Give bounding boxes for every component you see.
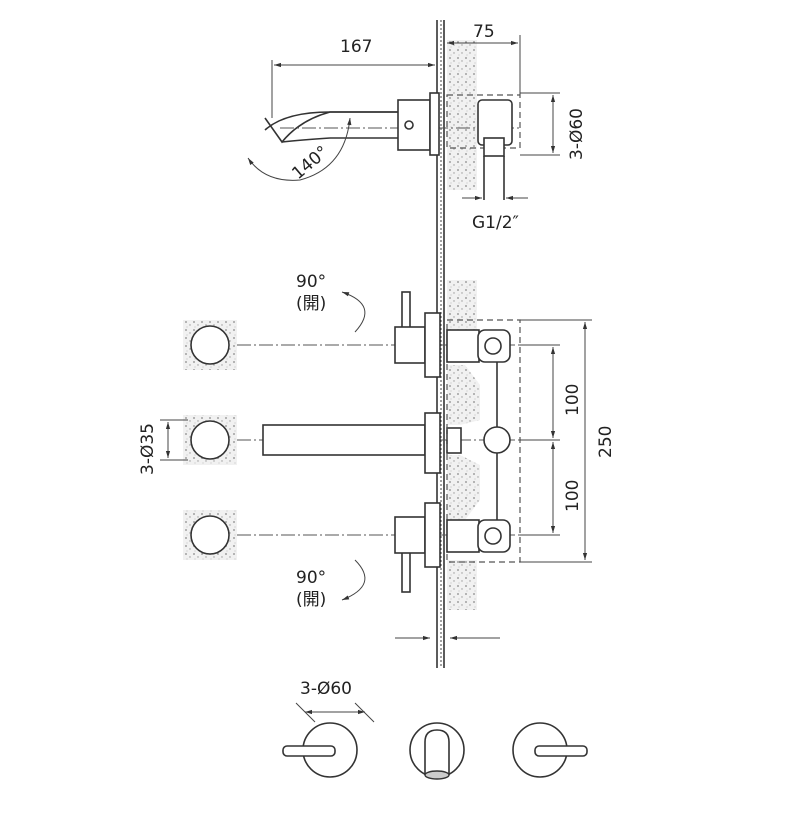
rotation-top-angle: 90°: [296, 272, 326, 292]
dim-body-depth: 75: [473, 22, 495, 42]
wall-hole-top: [183, 320, 237, 370]
dim-spacing-lower: 100: [563, 480, 583, 512]
dim-spout-length: 167: [340, 37, 372, 57]
dim-escutcheon-plan: 3-Ø60: [300, 679, 352, 699]
wall-hole-bottom: [183, 510, 237, 560]
dim-inlet-thread: G1/2″: [472, 213, 519, 233]
rotation-bottom-note: (開): [296, 590, 326, 610]
dim-hole-diameter: 3-Ø35: [138, 423, 158, 475]
plan-view: 3-Ø60: [282, 679, 588, 780]
dim-escutcheon-side: 3-Ø60: [567, 108, 587, 160]
dim-total-span: 250: [596, 426, 616, 458]
handle-bottom: [394, 502, 441, 593]
spout-front: [262, 412, 462, 474]
rotation-bottom-angle: 90°: [296, 568, 326, 588]
dim-spacing-upper: 100: [563, 384, 583, 416]
handle-top: [394, 291, 441, 378]
rotation-top-note: (開): [296, 294, 326, 314]
side-view: 167 75 3-Ø60 G1/2″ 140°: [247, 22, 587, 233]
wall-hole-middle: [183, 415, 237, 465]
front-view: 100 100 250 3-Ø35 90° (開) 90° (開): [138, 272, 616, 641]
dim-spout-angle: 140°: [288, 142, 332, 184]
